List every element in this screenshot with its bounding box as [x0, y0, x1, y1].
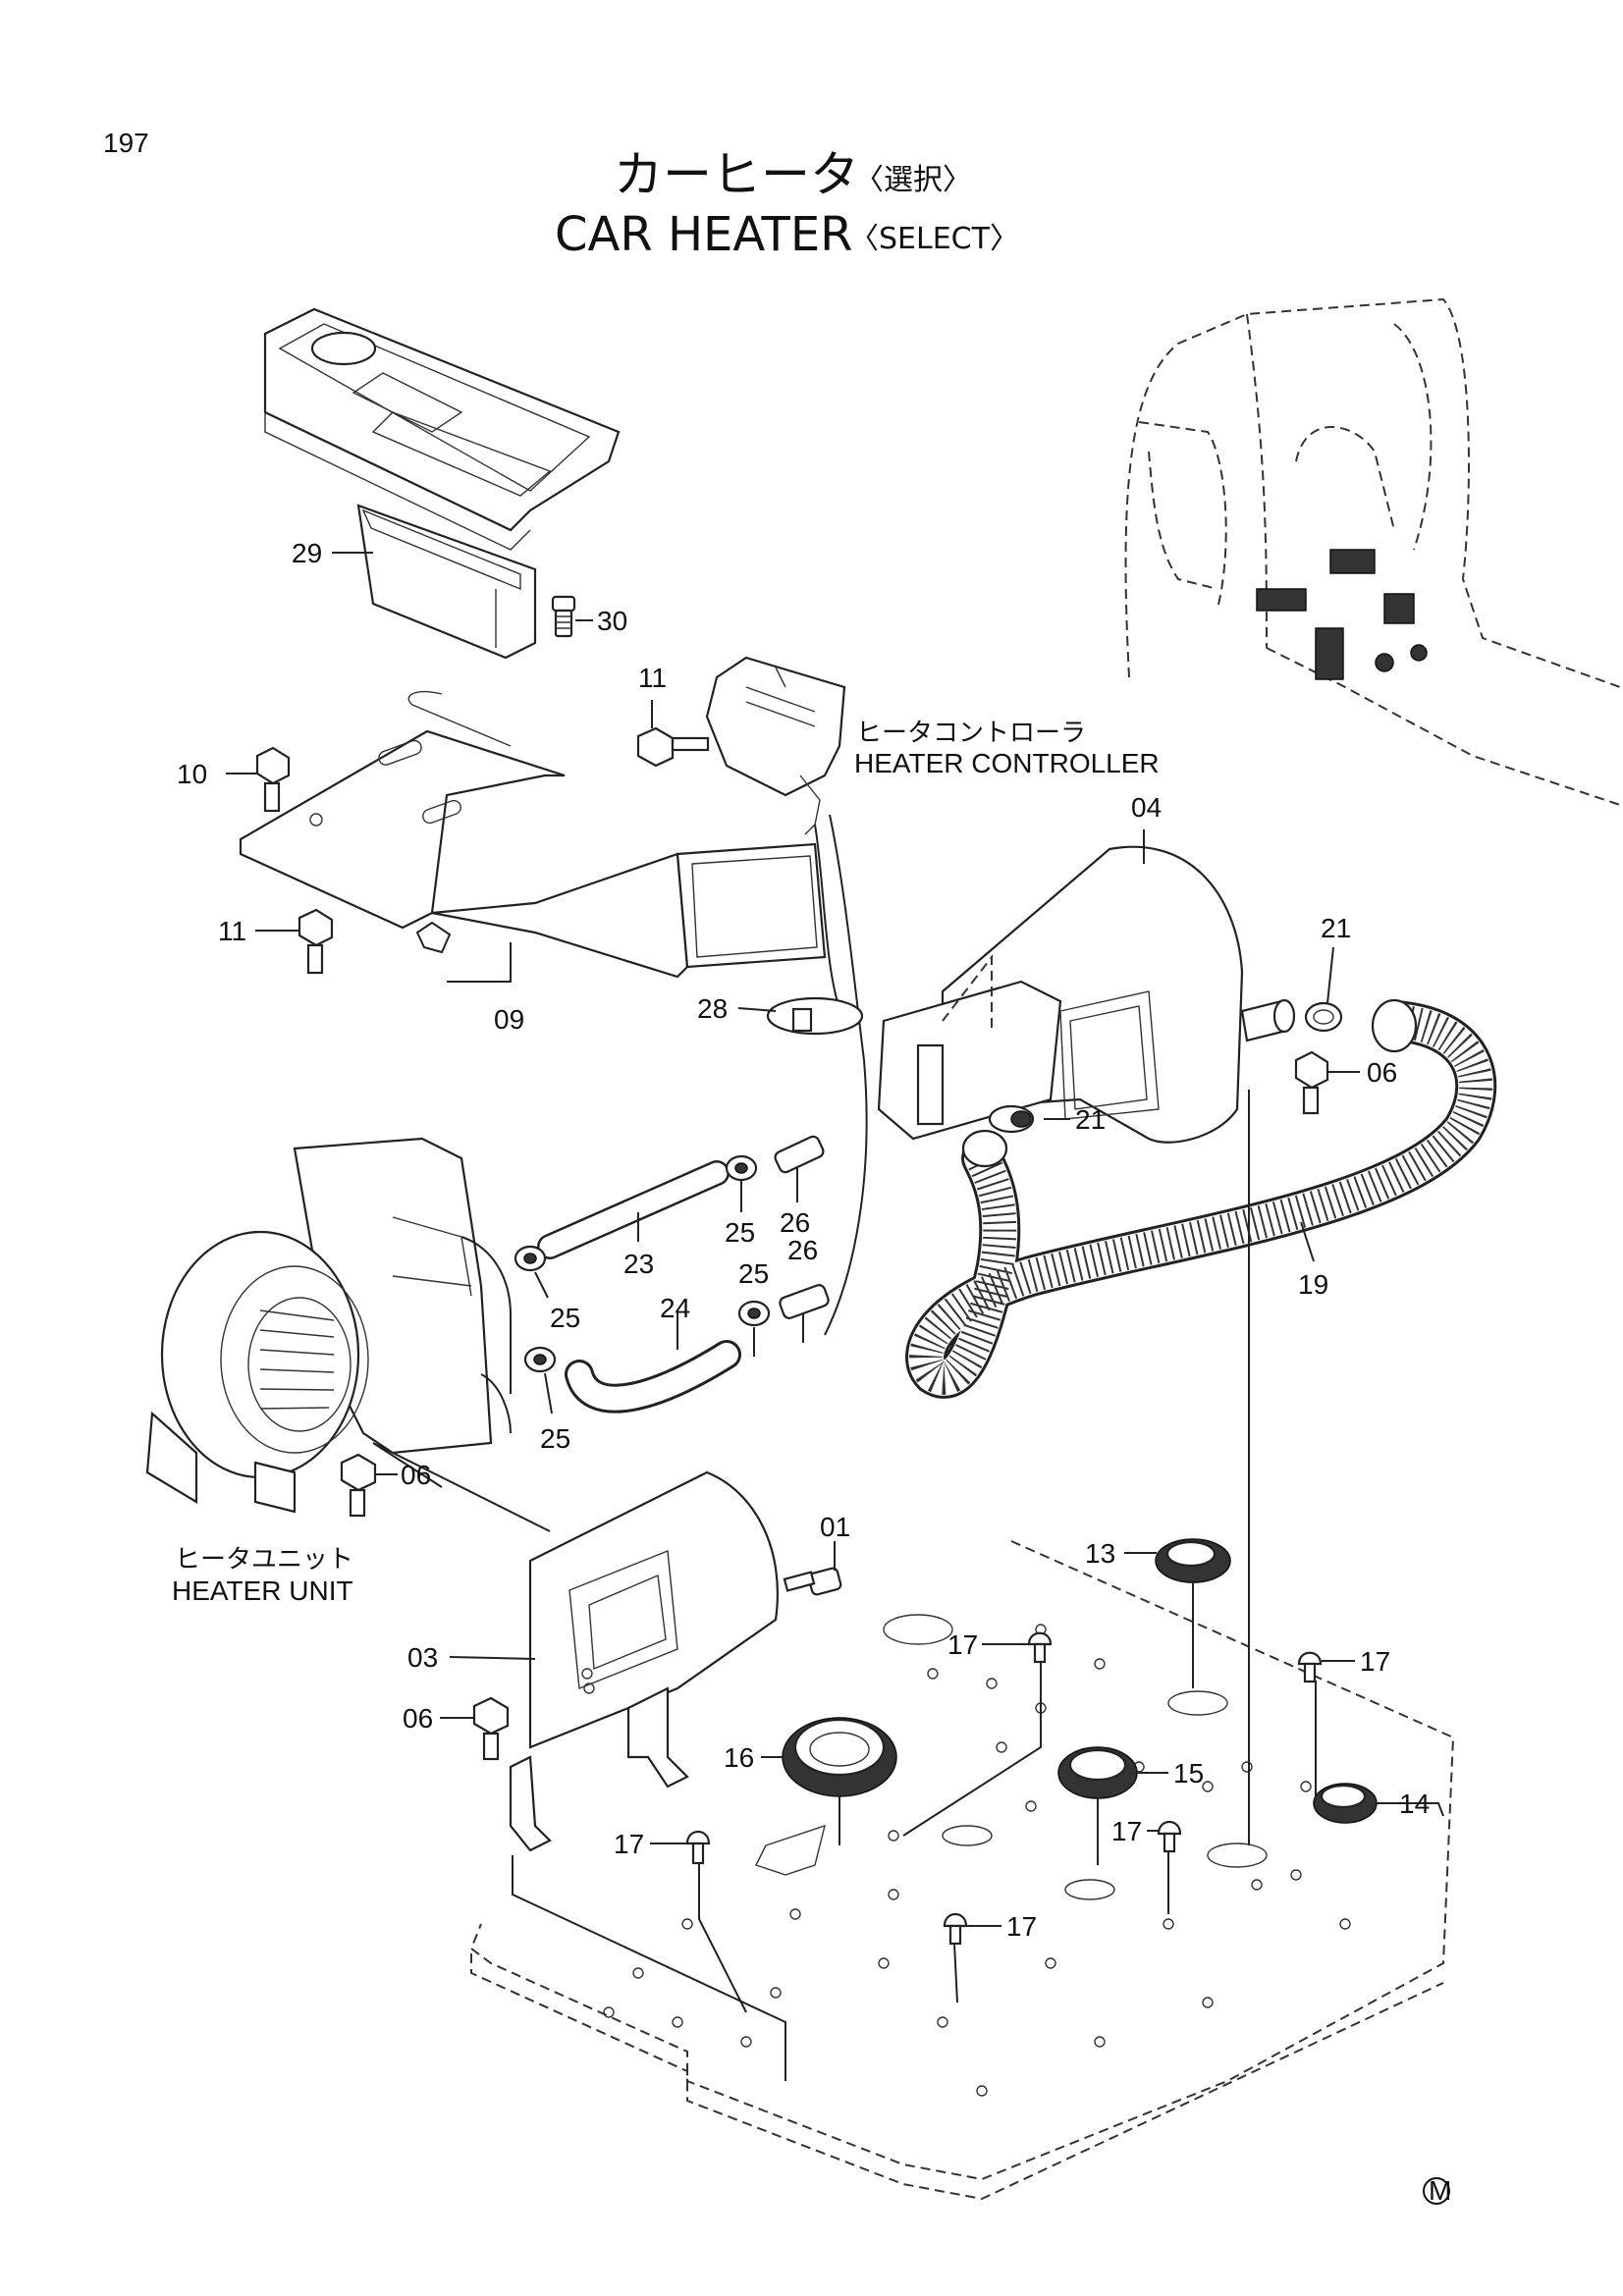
bolt-10 — [255, 746, 291, 813]
callout-13: 13 — [1085, 1538, 1115, 1569]
heater-unit-label-en: HEATER UNIT — [172, 1575, 353, 1606]
callout-21-lower: 21 — [1075, 1104, 1106, 1135]
callout-14: 14 — [1399, 1789, 1430, 1819]
screw-01 — [783, 1567, 842, 1596]
callout-19: 19 — [1298, 1269, 1328, 1300]
callout-09: 09 — [494, 1004, 524, 1035]
maker-mark: M — [1423, 2175, 1451, 2206]
callout-24: 24 — [660, 1293, 690, 1323]
heater-unit — [145, 1137, 512, 1514]
clamp-25-a — [725, 1154, 758, 1182]
leader-lines — [226, 552, 1444, 2081]
callout-23: 23 — [623, 1249, 654, 1279]
fitting-26-b — [779, 1284, 830, 1319]
callout-26-a: 26 — [780, 1207, 810, 1238]
callout-06-unit: 06 — [401, 1460, 431, 1490]
cover-03 — [509, 1470, 779, 1852]
grommet-15 — [1057, 1746, 1138, 1799]
heater-controller — [705, 656, 868, 1336]
page-number: 197 — [103, 128, 149, 158]
callout-25-a: 25 — [725, 1217, 755, 1248]
title-english: CAR HEATER — [555, 207, 853, 262]
grommet-16 — [782, 1717, 897, 1797]
clamp-25-d — [523, 1346, 557, 1373]
clamp-25-b — [514, 1245, 547, 1272]
fitting-26-a — [774, 1135, 825, 1174]
grommet-14 — [1313, 1783, 1378, 1824]
console-cover — [263, 307, 621, 551]
callout-11-controller: 11 — [638, 663, 667, 693]
bolt-11-duct — [298, 908, 334, 975]
plugs-17 — [685, 1631, 1323, 1946]
title-japanese-note: 〈選択〉 — [854, 163, 972, 197]
callout-11-duct: 11 — [218, 916, 246, 946]
floor-plate — [469, 1540, 1455, 2201]
callout-06-cover: 06 — [403, 1703, 433, 1734]
callout-21-upper: 21 — [1321, 913, 1351, 943]
callout-15: 15 — [1173, 1758, 1204, 1789]
callout-29: 29 — [292, 538, 322, 568]
clamp-28 — [766, 996, 864, 1036]
heater-controller-label-jp: ヒータコントローラ — [856, 719, 1086, 748]
callout-25-d: 25 — [540, 1423, 570, 1454]
screw-30 — [551, 595, 576, 638]
grommet-13 — [1155, 1538, 1231, 1583]
bolt-06-right — [1294, 1050, 1329, 1115]
callout-16: 16 — [724, 1742, 754, 1773]
callout-labels: 29 30 11 10 11 09 04 21 28 06 21 25 26 2… — [177, 538, 1430, 1942]
heater-unit-label-jp: ヒータユニット — [175, 1545, 353, 1575]
title-english-note: 〈SELECT〉 — [849, 222, 1019, 256]
duct-04 — [877, 845, 1244, 1144]
callout-28: 28 — [697, 993, 728, 1024]
cab-illustration — [1124, 297, 1621, 806]
callout-03: 03 — [407, 1642, 438, 1673]
callout-30: 30 — [597, 606, 627, 636]
callout-17-d: 17 — [1111, 1816, 1142, 1846]
tray — [356, 504, 537, 660]
duct-09 — [239, 690, 827, 979]
callout-25-b: 25 — [550, 1303, 580, 1333]
callout-04: 04 — [1131, 792, 1162, 823]
title-japanese: カーヒータ — [614, 146, 859, 203]
callout-17-a: 17 — [947, 1629, 978, 1660]
clamp-25-c — [737, 1300, 771, 1327]
floor-holes — [603, 1624, 1351, 2097]
maker-mark-letter: M — [1429, 2175, 1451, 2206]
hose-19 — [905, 998, 1497, 1399]
hose-24 — [565, 1340, 741, 1414]
callout-17-e: 17 — [1006, 1911, 1037, 1942]
callout-17-b: 17 — [1360, 1646, 1390, 1677]
elbow-pipe — [1240, 998, 1296, 1042]
clamp-21-upper — [1304, 1001, 1343, 1033]
bolt-06-cover — [472, 1696, 510, 1761]
callout-26-b: 26 — [787, 1235, 818, 1265]
bolt-11-controller — [636, 726, 710, 768]
hose-23 — [537, 1160, 730, 1259]
callout-17-c: 17 — [614, 1829, 644, 1859]
callout-10: 10 — [177, 759, 207, 789]
bolt-06-unit — [340, 1453, 377, 1518]
callout-06-right: 06 — [1367, 1057, 1397, 1088]
clamp-21-lower — [988, 1104, 1035, 1134]
heater-controller-label-en: HEATER CONTROLLER — [854, 748, 1160, 778]
callout-25-c: 25 — [738, 1258, 769, 1289]
callout-01: 01 — [820, 1512, 850, 1542]
